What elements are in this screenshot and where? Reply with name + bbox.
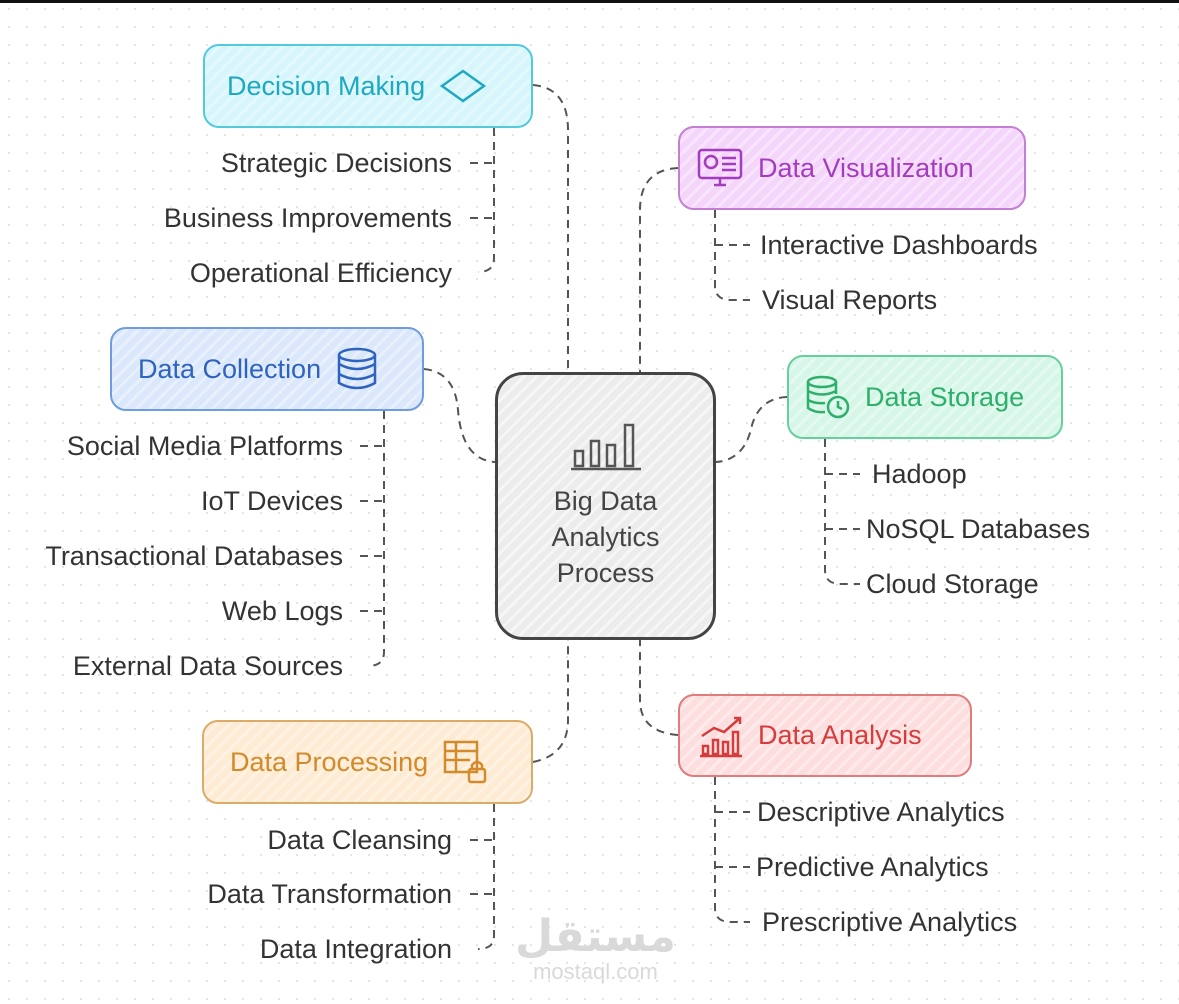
node-label: Data Processing xyxy=(230,746,429,777)
monitor-dashboard-icon xyxy=(697,148,743,187)
leaf-item: Data Integration xyxy=(259,934,452,964)
leaf-item: Operational Efficiency xyxy=(189,258,452,288)
link-processing xyxy=(532,640,569,763)
branch-collection xyxy=(360,411,385,667)
diamond-icon xyxy=(439,69,487,103)
leaf-item: IoT Devices xyxy=(200,486,343,516)
leaf-item: External Data Sources xyxy=(72,651,343,681)
node-label: Data Storage xyxy=(865,381,1025,412)
leaf-item: NoSQL Databases xyxy=(866,514,1091,544)
leaf-item: Descriptive Analytics xyxy=(757,797,1005,827)
leaf-item: Visual Reports xyxy=(762,285,938,315)
watermark-latin: mostaql.com xyxy=(533,959,658,984)
bar-chart-icon xyxy=(570,423,641,471)
branch-visualization xyxy=(714,210,750,301)
leaf-item: Data Cleansing xyxy=(267,825,452,855)
link-storage xyxy=(715,396,788,463)
leaf-item: Transactional Databases xyxy=(45,541,343,571)
leaf-item: Cloud Storage xyxy=(866,569,1039,599)
link-decision xyxy=(532,84,569,372)
top-border xyxy=(0,0,1179,3)
center-node[interactable]: Big Data Analytics Process xyxy=(495,372,716,640)
leaf-item: Social Media Platforms xyxy=(66,431,343,461)
node-decision-making[interactable]: Decision Making xyxy=(203,44,533,128)
node-data-processing[interactable]: Data Processing xyxy=(202,720,533,804)
node-data-analysis[interactable]: Data Analysis xyxy=(678,694,972,777)
chart-trend-icon xyxy=(700,716,742,757)
database-icon xyxy=(337,347,377,390)
link-analysis xyxy=(639,640,679,736)
leaf-item: Data Transformation xyxy=(207,879,452,909)
leaf-item: Business Improvements xyxy=(163,203,452,233)
node-data-storage[interactable]: Data Storage xyxy=(787,355,1063,439)
table-lock-icon xyxy=(443,740,487,784)
leaf-item: Predictive Analytics xyxy=(756,852,989,882)
node-label: Data Visualization xyxy=(758,152,974,183)
node-data-collection[interactable]: Data Collection xyxy=(110,327,424,411)
leaf-item: Prescriptive Analytics xyxy=(762,907,1018,937)
branch-processing xyxy=(470,804,495,950)
node-label: Data Collection xyxy=(138,353,322,384)
node-label: Decision Making xyxy=(227,70,426,101)
database-clock-icon xyxy=(806,375,850,419)
watermark-arabic: مستقل xyxy=(515,911,676,962)
link-collection xyxy=(423,368,496,463)
leaf-item: Hadoop xyxy=(872,459,967,489)
branch-storage xyxy=(824,439,860,585)
leaf-item: Interactive Dashboards xyxy=(760,230,1038,260)
link-visualization xyxy=(639,167,679,372)
leaf-item: Strategic Decisions xyxy=(220,148,452,178)
branch-analysis xyxy=(714,777,750,923)
center-label: Big Data Analytics Process xyxy=(551,486,660,588)
node-label: Data Analysis xyxy=(758,720,922,750)
node-data-visualization[interactable]: Data Visualization xyxy=(678,126,1026,210)
watermark: مستقل mostaql.com xyxy=(515,915,676,985)
leaf-item: Web Logs xyxy=(221,596,343,626)
branch-decision xyxy=(470,128,495,273)
